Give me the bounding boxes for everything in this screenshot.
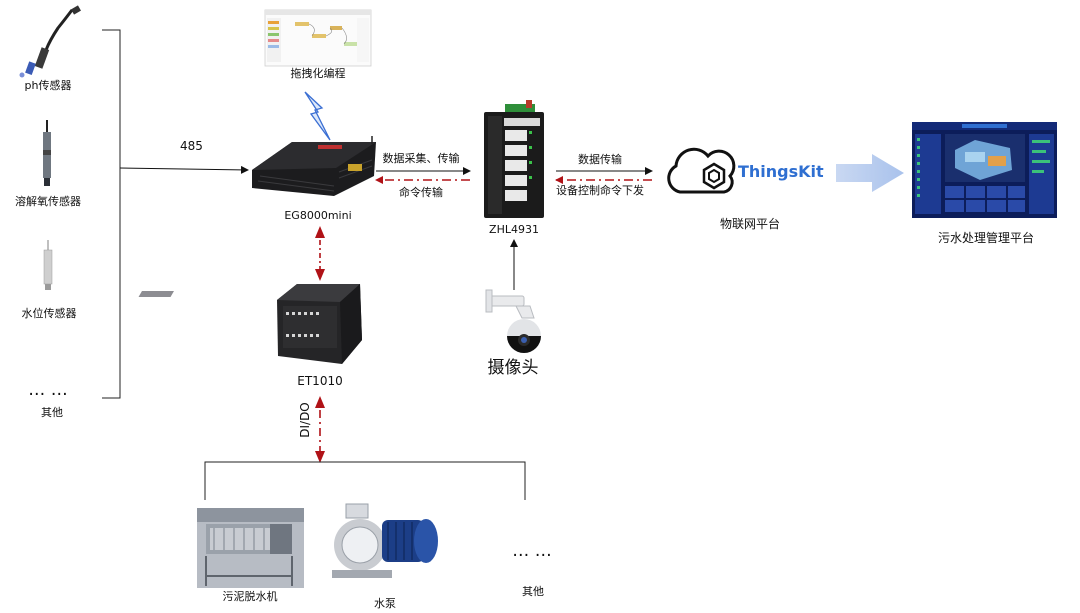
io-module-label: ET1010 (297, 374, 343, 388)
command-label: 命令传输 (399, 186, 443, 199)
equipment-ellipsis: … … (512, 541, 552, 561)
industrial-switch-image (484, 100, 544, 218)
camera-label: 摄像头 (487, 358, 539, 378)
dido-arrow-down (315, 451, 325, 463)
data-transfer-label: 数据传输 (578, 153, 622, 166)
gateway-io-arrow-up (315, 226, 325, 238)
gateway-device-image (252, 136, 376, 196)
lightning-icon (304, 91, 331, 141)
water-pump-image (332, 503, 438, 578)
thingskit-logo-text: ThingsKit (738, 162, 824, 181)
switch-label: ZHL4931 (489, 223, 539, 236)
equipment-group-bracket (204, 461, 526, 500)
rs485-arrow (119, 165, 249, 174)
water-level-sensor-image (43, 240, 53, 290)
device-control-label: 设备控制命令下发 (556, 184, 644, 197)
equipment-other-label: 其他 (522, 585, 544, 598)
dashboard-screenshot (912, 122, 1057, 218)
dissolved-oxygen-sensor-image (43, 120, 51, 186)
programming-screenshot (264, 9, 372, 67)
dissolved-oxygen-sensor-label: 溶解氧传感器 (15, 195, 81, 208)
io-module-image (138, 284, 362, 364)
sludge-dewatering-machine-image (197, 508, 304, 588)
sensor-group-bracket (102, 29, 121, 399)
rs485-label: 485 (180, 139, 203, 153)
sludge-machine-label: 污泥脱水机 (222, 590, 278, 603)
sensor-other-label: 其他 (41, 406, 63, 419)
cloud-logo-icon (667, 147, 736, 194)
dido-arrow-up (315, 396, 325, 408)
programming-label: 拖拽化编程 (290, 67, 346, 80)
gateway-io-arrow-down (315, 269, 325, 281)
water-pump-label: 水泵 (374, 597, 396, 610)
management-platform-label: 污水处理管理平台 (937, 231, 1035, 245)
ph-sensor-image (19, 5, 81, 78)
camera-image (485, 289, 541, 353)
water-level-sensor-label: 水位传感器 (21, 307, 77, 320)
sensor-ellipsis: … … (28, 380, 68, 400)
data-collect-label: 数据采集、传输 (382, 152, 460, 165)
ph-sensor-label: ph传感器 (24, 79, 72, 92)
dido-label: DI/DO (298, 402, 312, 438)
platform-forward-arrow (836, 154, 904, 192)
iot-platform-label: 物联网平台 (719, 217, 781, 231)
gateway-label: EG8000mini (284, 209, 352, 222)
